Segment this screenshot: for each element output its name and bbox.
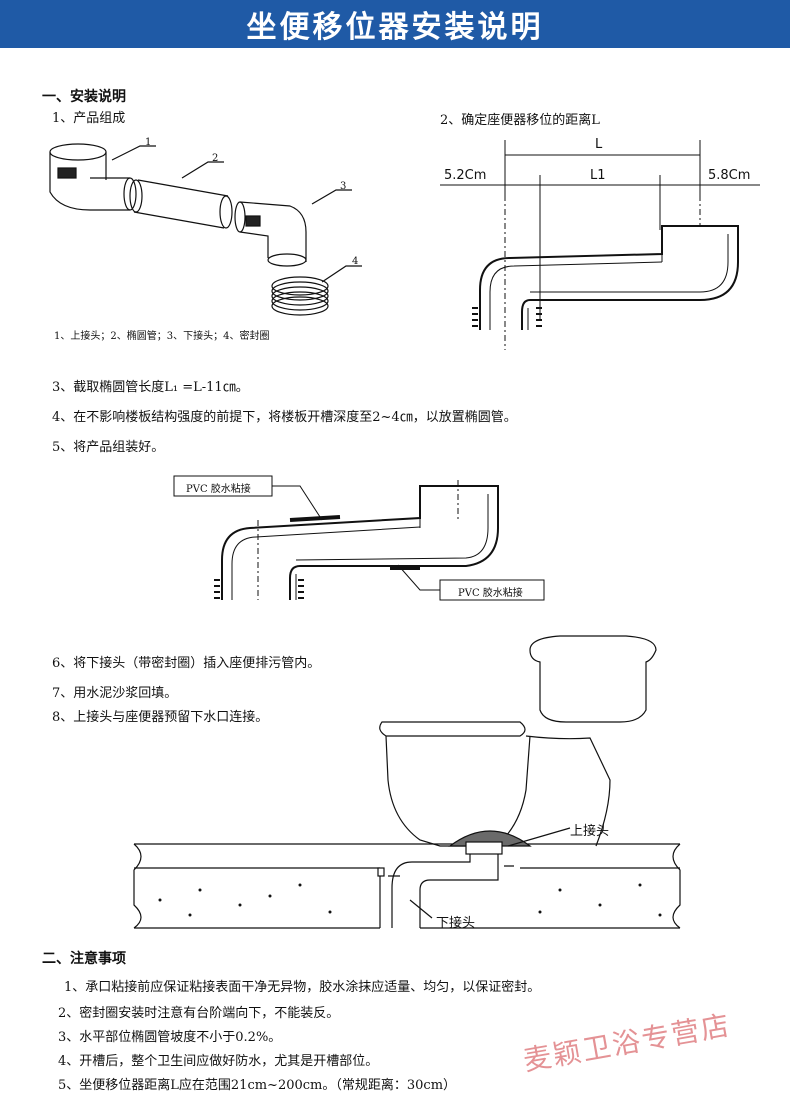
step2-text: 2、确定座便器移位的距离L	[440, 113, 600, 128]
upper-joint-label: 上接头	[570, 824, 610, 839]
part-number-4: 4	[352, 256, 359, 267]
part-number-3: 3	[340, 181, 347, 192]
glue-label-bottom: PVC 胶水粘接	[458, 588, 523, 599]
upper-joint-icon	[49, 143, 137, 211]
note-4: 4、开槽后，整个卫生间应做好防水，尤其是开槽部位。	[58, 1054, 379, 1069]
glue-label-top: PVC 胶水粘接	[186, 484, 251, 495]
note-1: 1、承口粘接前应保证粘接表面干净无异物，胶水涂抹应适量、均匀，以保证密封。	[64, 980, 541, 995]
part-number-2: 2	[212, 153, 219, 164]
parts-caption: 1、上接头；2、椭圆管；3、下接头；4、密封圈	[54, 331, 270, 342]
note-5: 5、坐便移位器距离L应在范围21cm~200cm。（常规距离：30cm）	[58, 1078, 457, 1093]
step3-text: 3、截取椭圆管长度L₁ =L-11㎝。	[52, 380, 249, 395]
dim-label-L: L	[595, 137, 603, 152]
step4-text: 4、在不影响楼板结构强度的前提下，将楼板开槽深度至2~4㎝，以放置椭圆管。	[52, 410, 517, 425]
step1-text: 1、产品组成	[52, 111, 126, 126]
dim-label-right: 5.8Cm	[708, 168, 751, 183]
section2-heading: 二、注意事项	[42, 951, 126, 967]
note-3: 3、水平部位椭圆管坡度不小于0.2%。	[58, 1030, 282, 1045]
step8-text: 8、上接头与座便器预留下水口连接。	[52, 710, 269, 725]
seal-ring-icon	[271, 276, 329, 316]
elliptical-pipe-icon	[129, 179, 233, 229]
note-2: 2、密封圈安装时注意有台阶端向下，不能装反。	[58, 1006, 340, 1021]
page-title: 坐便移位器安装说明	[0, 0, 790, 48]
dim-label-left: 5.2Cm	[444, 168, 487, 183]
dim-label-L1: L1	[590, 168, 606, 183]
lower-joint-label: 下接头	[436, 916, 476, 931]
step5-text: 5、将产品组装好。	[52, 440, 165, 455]
step7-text: 7、用水泥沙浆回填。	[52, 686, 178, 701]
section1-heading: 一、安装说明	[42, 89, 126, 105]
lower-joint-icon	[234, 201, 307, 267]
step6-text: 6、将下接头（带密封圈）插入座便排污管内。	[52, 656, 321, 671]
part-number-1: 1	[145, 137, 152, 148]
